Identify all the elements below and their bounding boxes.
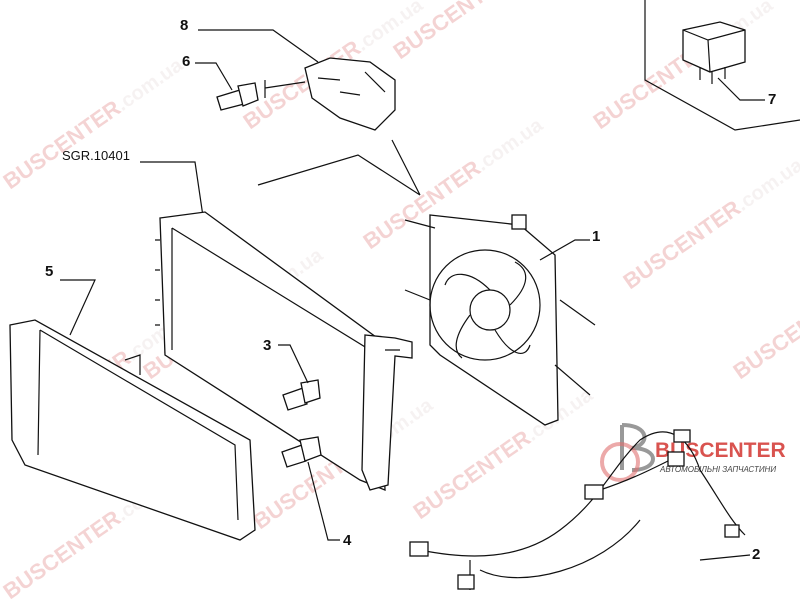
bolt-4[interactable] xyxy=(281,436,322,468)
callout-2: 2 xyxy=(752,546,760,563)
screw[interactable] xyxy=(216,82,259,111)
callout-1: 1 xyxy=(592,228,600,245)
cooling-fan[interactable] xyxy=(404,214,596,426)
callout-4: 4 xyxy=(343,532,352,549)
logo-subtitle: АВТОМОБІЛЬНІ ЗАПЧАСТИНИ xyxy=(659,465,776,474)
relay[interactable] xyxy=(682,21,746,84)
callout-5: 5 xyxy=(45,263,53,280)
watermark: BUSCENTER.com.ua xyxy=(409,381,598,524)
callout-3: 3 xyxy=(263,337,271,354)
radiator[interactable] xyxy=(155,211,413,491)
buscenter-logo: BUSCENTER АВТОМОБІЛЬНІ ЗАПЧАСТИНИ xyxy=(600,423,786,482)
callout-6: 6 xyxy=(182,53,190,70)
bolt-3[interactable] xyxy=(282,379,321,411)
radiator-shroud[interactable] xyxy=(9,319,256,541)
reference-label: SGR.10401 xyxy=(62,148,130,163)
watermark: BUSCENTER.com.ua xyxy=(729,241,800,384)
callout-8: 8 xyxy=(180,17,188,34)
watermark: BUSCENTER.com.ua xyxy=(619,151,800,294)
watermark: BUSCENTER.com.ua xyxy=(589,0,778,134)
relay-inset: 7 xyxy=(644,0,800,131)
callout-7: 7 xyxy=(768,91,776,108)
watermark: BUSCENTER.com.ua xyxy=(0,51,188,194)
wiring-harness[interactable] xyxy=(409,429,746,590)
resistor[interactable] xyxy=(304,57,396,131)
